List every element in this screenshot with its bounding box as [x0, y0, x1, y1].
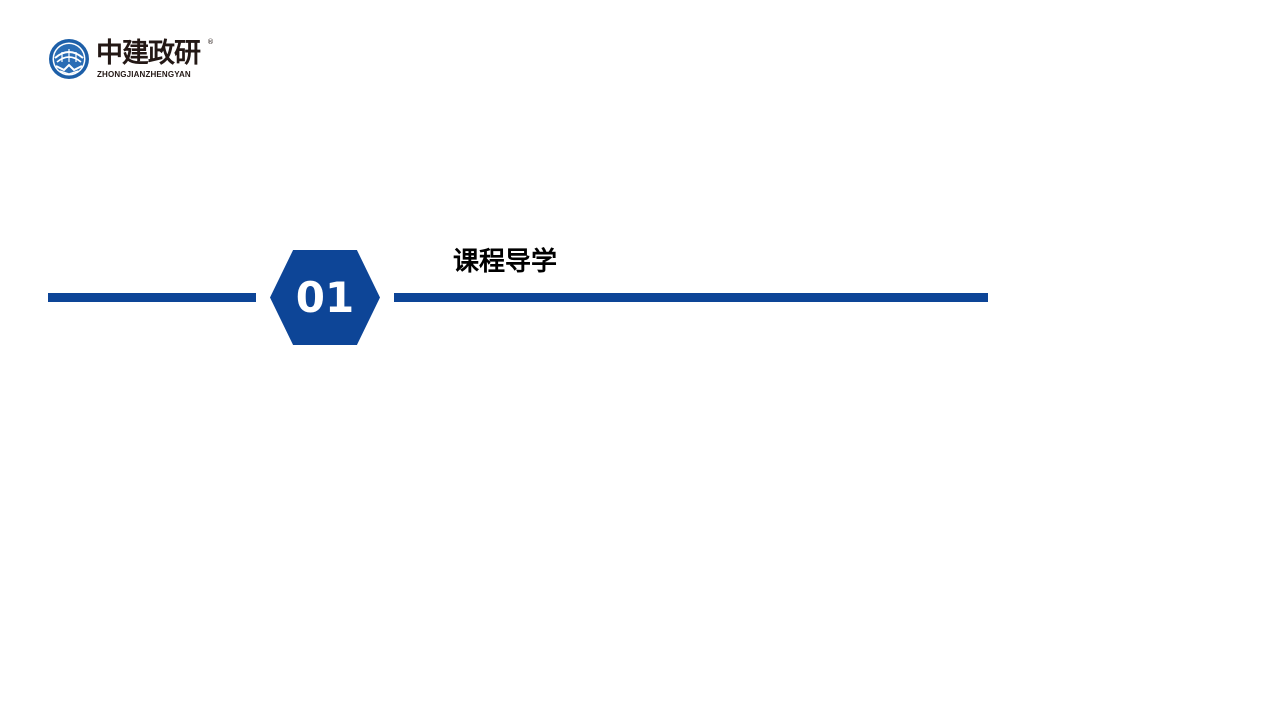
company-logo: 中建政研 ® ZHONGJIANZHENGYAN — [48, 38, 218, 82]
logo-english-name: ZHONGJIANZHENGYAN — [97, 70, 191, 79]
divider-line-right — [394, 293, 988, 302]
section-number: 01 — [295, 272, 355, 322]
registered-trademark-mark: ® — [207, 38, 214, 46]
divider-line-left — [48, 293, 256, 302]
section-title: 课程导学 — [453, 247, 558, 277]
logo-chinese-name: 中建政研 — [96, 38, 201, 69]
globe-arch-icon — [49, 39, 89, 79]
section-number-hexagon — [270, 250, 380, 345]
